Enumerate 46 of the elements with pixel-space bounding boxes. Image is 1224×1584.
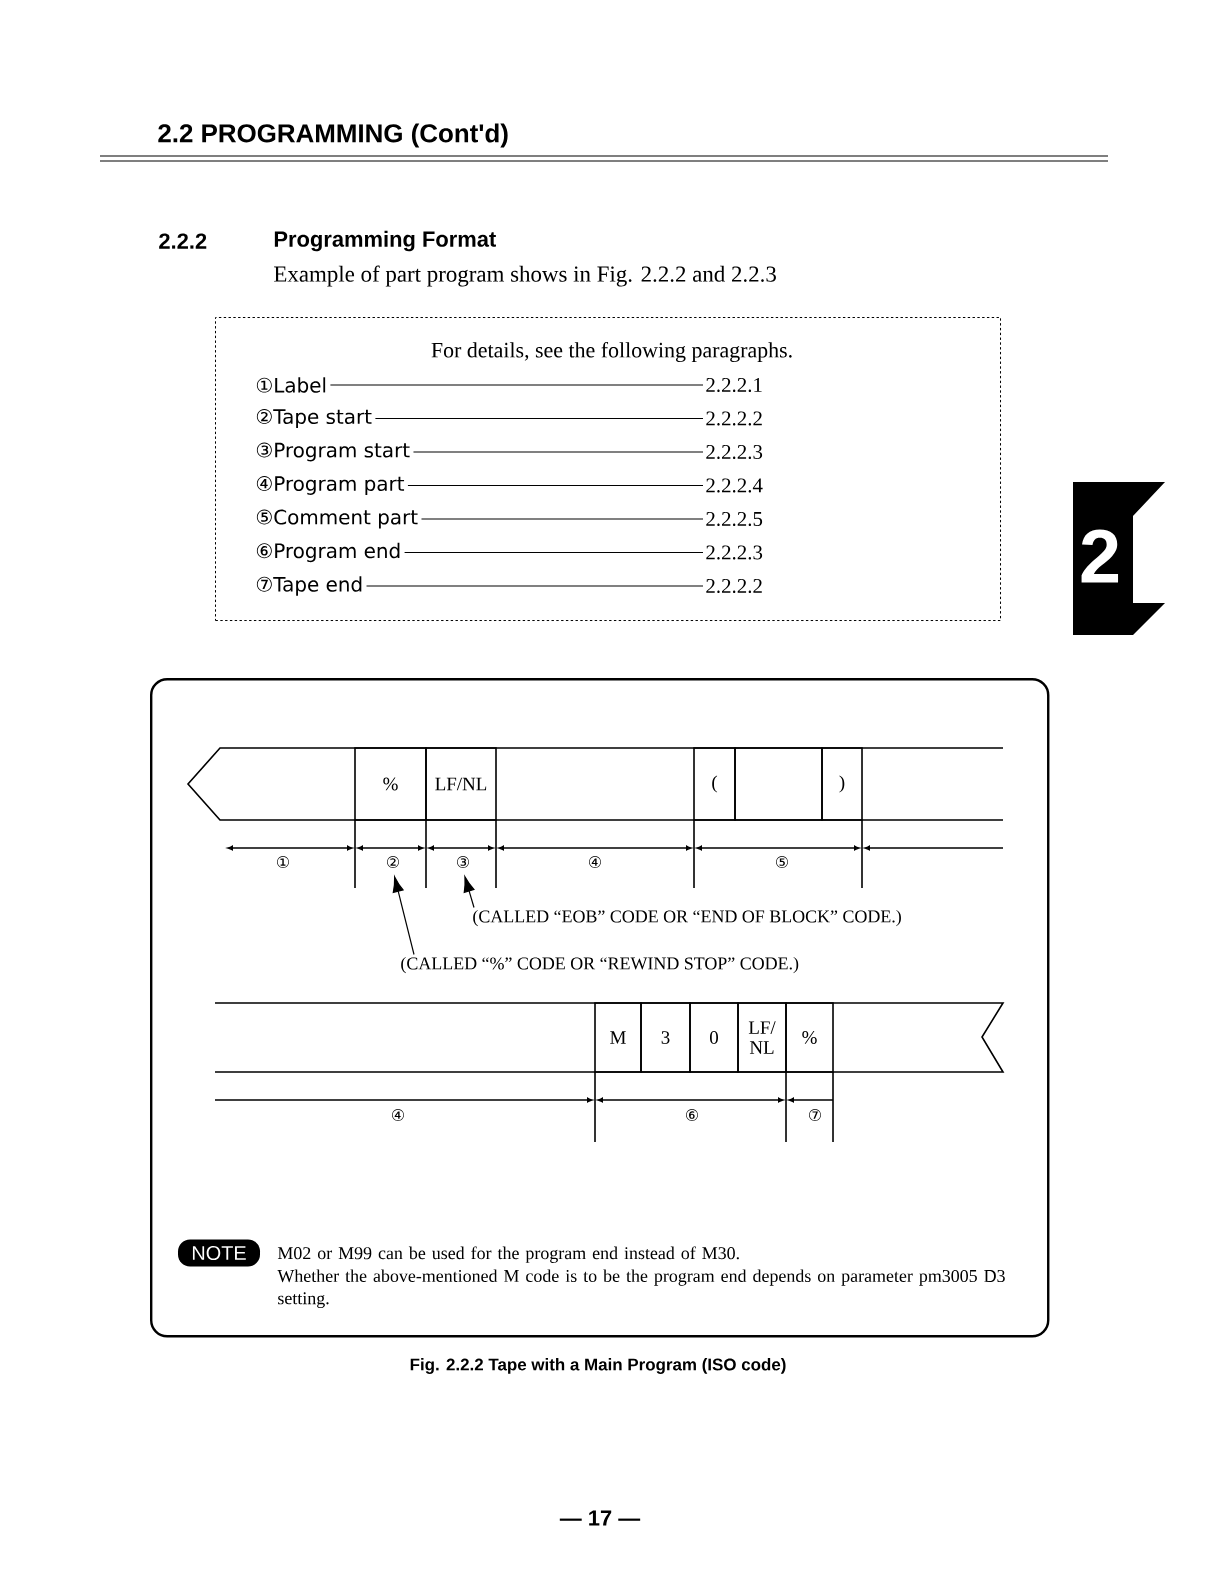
callout-text: (CALLED “EOB” CODE OR “END OF BLOCK” CODE.) xyxy=(473,909,901,927)
section-heading: 2.2 PROGRAMMING (Cont'd) xyxy=(158,123,508,148)
section-reference: 2.2.2.4 xyxy=(706,478,763,493)
dimension-number: ① xyxy=(277,856,289,868)
figure-caption: Fig. 2.2.2 Tape with a Main Program (ISO code) xyxy=(410,1358,786,1374)
section-reference: 2.2.2.1 xyxy=(706,377,762,393)
tape-cell: 0 xyxy=(689,1002,739,1073)
dimension-number: ⑤ xyxy=(776,856,788,868)
dimension-number: ③ xyxy=(457,856,469,868)
section-reference: 2.2.2.5 xyxy=(706,511,763,527)
section-reference: 2.2.2.3 xyxy=(706,444,763,460)
tape-cell: 3 xyxy=(640,1002,691,1073)
leader-line xyxy=(392,876,415,956)
list-item: ⑦Tape end xyxy=(256,576,362,596)
tape-cell: LF/NL xyxy=(425,747,497,821)
intro-sentence: Example of part program shows in Fig. 2.2.2 and 2.2.3 xyxy=(274,265,776,287)
tape-cell: M xyxy=(594,1002,642,1073)
dimension-number: ⑦ xyxy=(809,1109,821,1121)
list-item: ③Program start xyxy=(256,442,410,462)
note-badge: NOTE xyxy=(178,1239,260,1267)
tape-cell: ) xyxy=(821,747,863,821)
tape-cell: % xyxy=(785,1002,834,1073)
section-reference: 2.2.2.2 xyxy=(706,578,762,594)
dimension-number: ④ xyxy=(589,856,601,868)
dimension-number: ⑥ xyxy=(686,1109,698,1121)
list-item: ②Tape start xyxy=(256,409,372,428)
list-item: ①Label xyxy=(256,377,326,393)
dimension-number: ② xyxy=(387,856,399,868)
intro-text: For details, see the following paragraphs. xyxy=(431,341,792,363)
subsection-heading: Programming Format xyxy=(274,230,496,252)
tape-cell: ( xyxy=(693,747,736,821)
note-text: Whether the above-mentioned M code is to be the program end depends on parameter pm3005 D3 setting. xyxy=(277,1269,1005,1309)
list-item: ⑤Comment part xyxy=(256,509,418,529)
tape-cell: % xyxy=(354,747,427,821)
dimension-number: ④ xyxy=(392,1109,404,1121)
chapter-tab: 2 xyxy=(1073,482,1165,635)
callout-text: (CALLED “%” CODE OR “REWIND STOP” CODE.) xyxy=(401,956,799,974)
note-text: M02 or M99 can be used for the program end instead of M30. xyxy=(277,1246,739,1263)
list-item: ⑥Program end xyxy=(256,542,400,563)
subsection-number: 2.2.2 xyxy=(159,233,207,249)
page-number: — 17 — xyxy=(559,1510,641,1526)
section-reference: 2.2.2.2 xyxy=(706,411,762,426)
list-item: ④Program part xyxy=(256,476,405,495)
section-reference: 2.2.2.3 xyxy=(706,545,763,560)
leader-line xyxy=(463,876,475,909)
tape-cell: LF/ NL xyxy=(737,1002,787,1073)
